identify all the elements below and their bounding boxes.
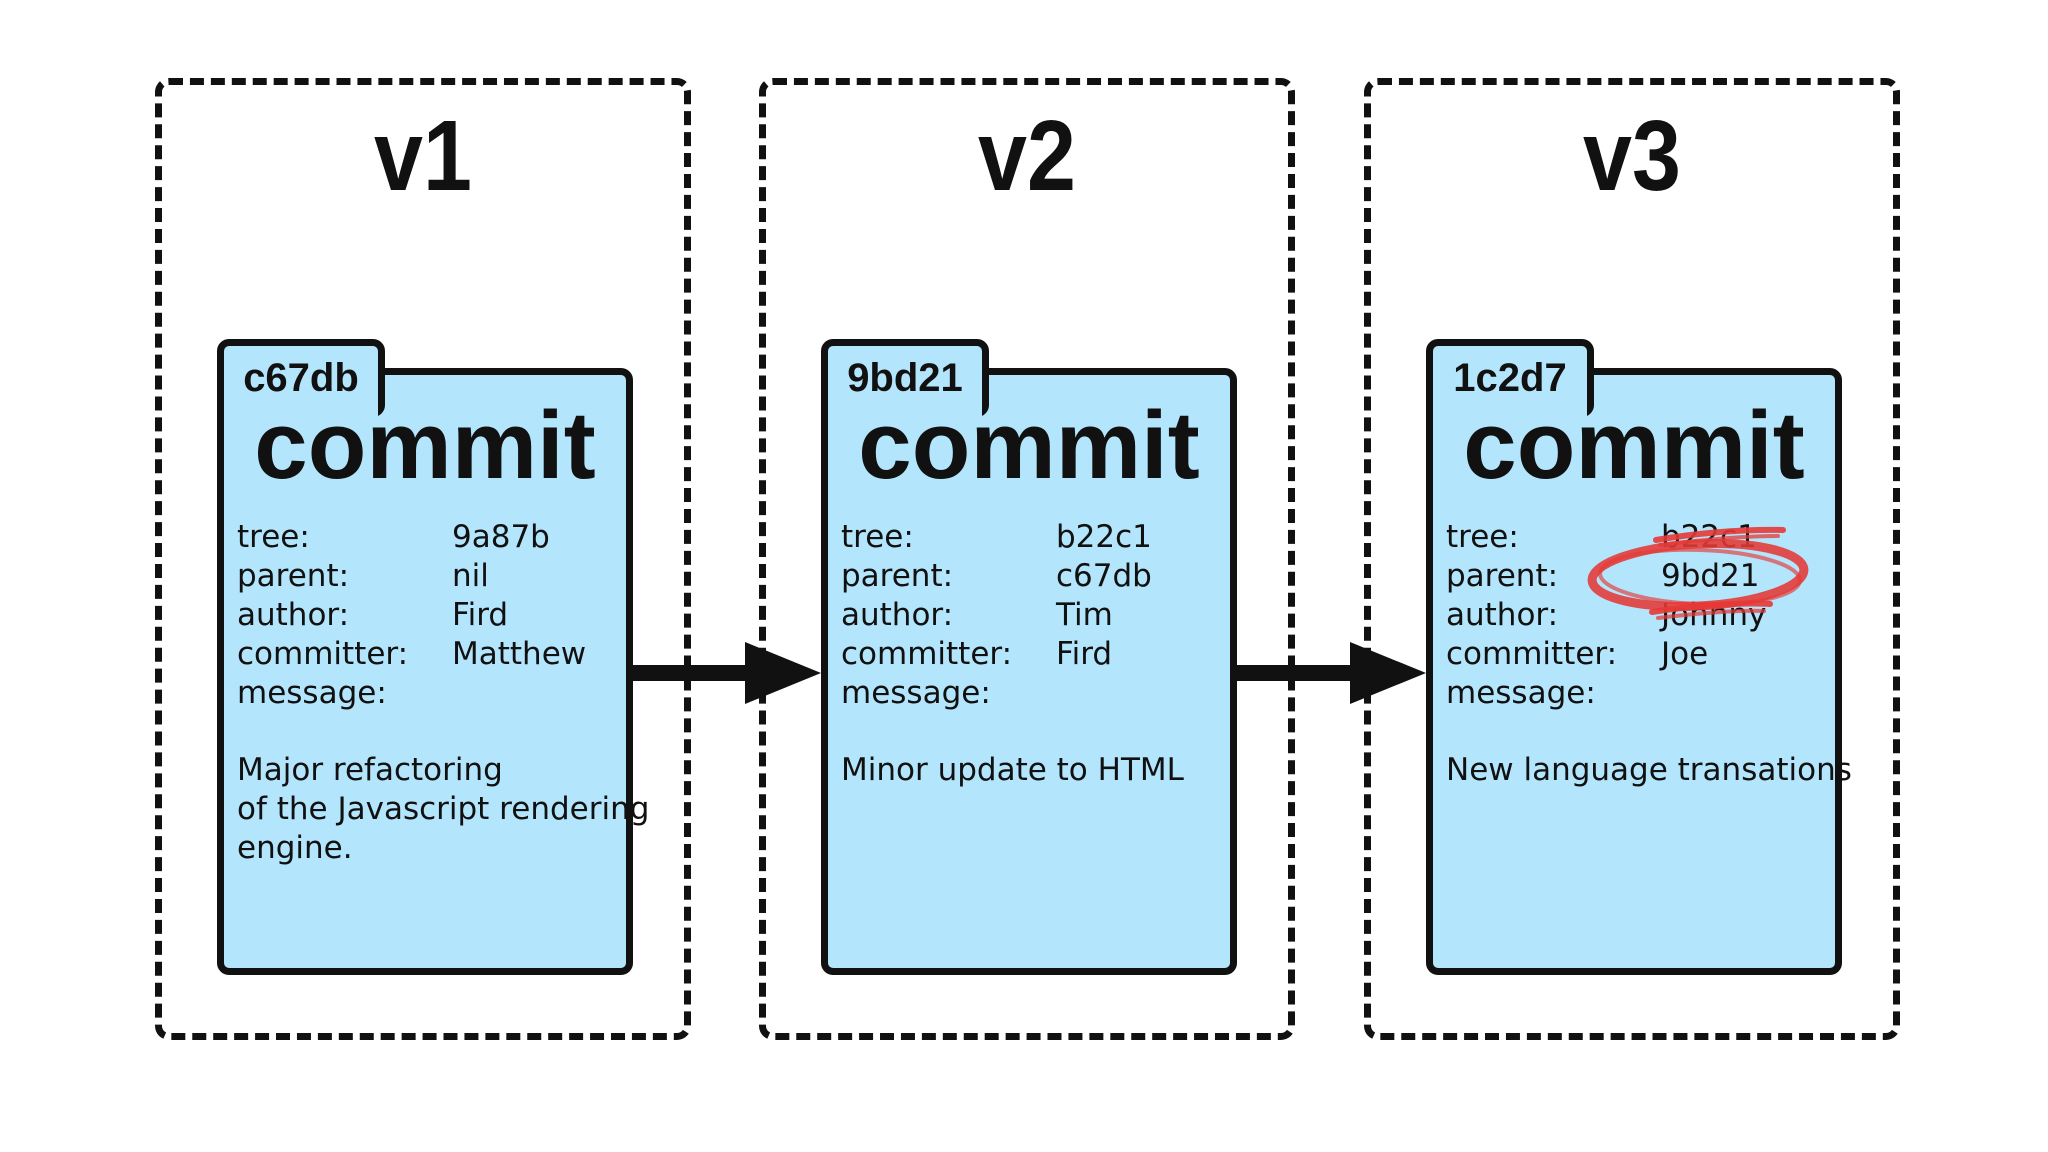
field-value-committer-v2: Fird	[1056, 636, 1113, 672]
version-label-v1: v1	[374, 100, 472, 212]
field-value-parent-v1: nil	[452, 558, 489, 594]
field-key-committer-v3: committer:	[1446, 636, 1618, 672]
field-key-tree-v3: tree:	[1446, 519, 1519, 555]
commit-title-v3: commit	[1463, 392, 1805, 499]
arrow-v2-to-v3	[1236, 642, 1426, 704]
field-value-author-v2: Tim	[1056, 597, 1113, 633]
commit-title-v1: commit	[254, 392, 596, 499]
field-key-tree-v1: tree:	[237, 519, 310, 555]
tab-joint-v3	[1433, 405, 1587, 425]
field-value-tree-v2: b22c1	[1056, 519, 1152, 555]
version-frame-v1	[155, 78, 691, 1040]
field-key-committer-v1: committer:	[237, 636, 409, 672]
field-value-author-v1: Fird	[452, 597, 509, 633]
version-label-v2: v2	[978, 100, 1076, 212]
field-key-message-v1: message:	[237, 675, 387, 711]
field-key-author-v2: author:	[841, 597, 954, 633]
version-label-v3: v3	[1583, 100, 1681, 212]
tab-joint-v1	[224, 405, 378, 425]
tab-joint-v2	[828, 405, 982, 425]
field-value-tree-v1: 9a87b	[452, 519, 550, 555]
commit-card-v2	[821, 368, 1237, 975]
commit-message-v3: New language transations	[1446, 752, 1852, 788]
commit-message-v2: Minor update to HTML	[841, 752, 1184, 788]
field-key-parent-v2: parent:	[841, 558, 954, 594]
commit-title-v2: commit	[858, 392, 1200, 499]
field-value-committer-v3: Joe	[1661, 636, 1709, 672]
commit-card-v1	[217, 368, 633, 975]
field-key-tree-v2: tree:	[841, 519, 914, 555]
field-value-committer-v1: Matthew	[452, 636, 587, 672]
commit-card-v3	[1426, 368, 1842, 975]
field-key-parent-v3: parent:	[1446, 558, 1559, 594]
field-key-parent-v1: parent:	[237, 558, 350, 594]
version-frame-v2	[759, 78, 1295, 1040]
field-key-message-v3: message:	[1446, 675, 1596, 711]
version-frame-v3	[1364, 78, 1900, 1040]
commit-message-v1: Major refactoring of the Javascript rend…	[237, 752, 650, 866]
field-key-author-v1: author:	[237, 597, 350, 633]
field-key-message-v2: message:	[841, 675, 991, 711]
field-key-committer-v2: committer:	[841, 636, 1013, 672]
field-key-author-v3: author:	[1446, 597, 1559, 633]
field-value-parent-v2: c67db	[1056, 558, 1152, 594]
arrow-v1-to-v2	[632, 642, 821, 704]
